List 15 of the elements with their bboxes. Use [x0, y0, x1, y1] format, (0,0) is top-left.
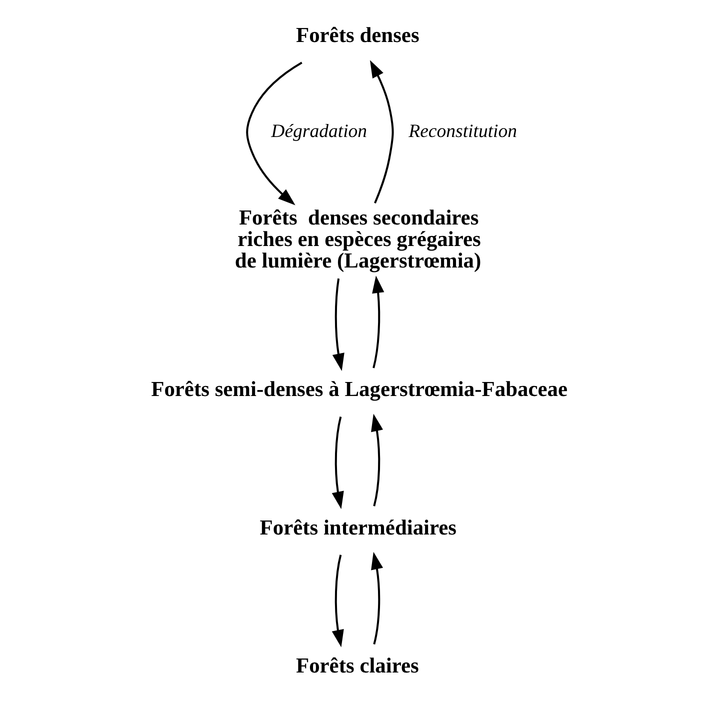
edge-label: Reconstitution	[408, 121, 517, 142]
node-text: Forêts semi-denses à Lagerstrœmia-Fabaceae	[150, 377, 568, 402]
arrow	[369, 60, 394, 204]
arrow	[370, 414, 383, 506]
node-text: Forêts denses	[295, 23, 419, 48]
node-text: Forêts intermédiaires	[259, 515, 456, 540]
arrow	[332, 278, 344, 371]
arrow	[370, 552, 383, 645]
node-text: Forêts denses secondaires riches en espèces grégaires de lumière (Lagerstrœmia)	[234, 205, 481, 272]
arrow	[246, 62, 302, 206]
arrow	[331, 416, 344, 510]
arrow	[331, 554, 344, 648]
arrow	[372, 276, 384, 368]
node-text: Forêts claires	[295, 653, 418, 678]
edge-label: Dégradation	[270, 121, 367, 142]
